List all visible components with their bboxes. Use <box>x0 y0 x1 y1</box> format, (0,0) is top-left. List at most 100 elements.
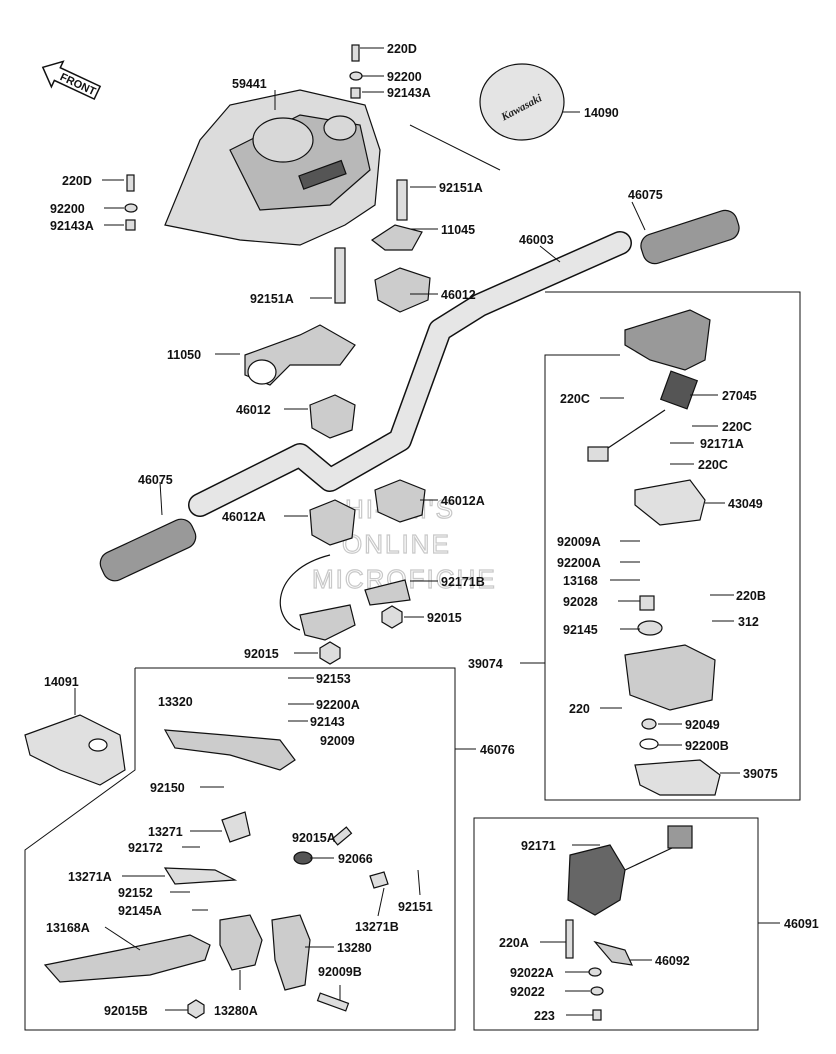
label-13271: 13271 <box>148 825 183 839</box>
label-92153: 92153 <box>316 672 351 686</box>
label-46076: 46076 <box>480 743 515 757</box>
label-27045: 27045 <box>722 389 757 403</box>
label-46075-left: 46075 <box>138 473 173 487</box>
cap-92066 <box>293 851 313 865</box>
label-220C-c: 220C <box>698 458 728 472</box>
bracket-13271 <box>221 811 251 843</box>
watermark-line-2: ONLINE <box>342 529 451 559</box>
label-92015-a: 92015 <box>427 611 462 625</box>
label-92150: 92150 <box>150 781 185 795</box>
label-92200A-r: 92200A <box>557 556 601 570</box>
label-92172: 92172 <box>128 841 163 855</box>
box-46076 <box>24 667 456 1031</box>
label-92009A: 92009A <box>557 535 601 549</box>
lever-13168A <box>43 934 211 983</box>
label-92143A-top: 92143A <box>387 86 431 100</box>
label-220B: 220B <box>736 589 766 603</box>
bolt-92151A-a <box>396 179 408 221</box>
throttle-cover <box>624 309 711 371</box>
spring-92145 <box>637 620 663 636</box>
nut-92015-b <box>319 641 341 665</box>
clamp-46012A-left <box>309 499 356 546</box>
label-92015B: 92015B <box>104 1004 148 1018</box>
label-11045: 11045 <box>441 223 475 237</box>
label-46012A-a: 46012A <box>222 510 266 524</box>
label-59441: 59441 <box>232 77 267 91</box>
label-46075-right: 46075 <box>628 188 663 202</box>
bolt-92009B <box>316 992 350 1012</box>
label-92015A: 92015A <box>292 831 336 845</box>
label-92066: 92066 <box>338 852 373 866</box>
box-46091 <box>473 817 759 1031</box>
holder-13280 <box>271 914 311 991</box>
label-92143: 92143 <box>310 715 345 729</box>
label-220C-a: 220C <box>560 392 590 406</box>
grip-left-46075 <box>99 518 197 582</box>
bracket-13271A <box>163 867 238 885</box>
label-39075: 39075 <box>743 767 778 781</box>
grip-right-46075 <box>640 209 740 265</box>
label-92200-left: 92200 <box>50 202 85 216</box>
nut-92015-a <box>381 605 403 629</box>
cable-clamp <box>279 554 411 641</box>
lever-46092 <box>593 940 634 966</box>
label-46003: 46003 <box>519 233 554 247</box>
screw-223 <box>592 1009 602 1021</box>
label-220D-left: 220D <box>62 174 92 188</box>
clamp-46012-upper <box>374 267 431 313</box>
label-92015-b: 92015 <box>244 647 279 661</box>
label-46012-b: 46012 <box>236 403 271 417</box>
washer-92200-left <box>124 203 138 213</box>
front-arrow-icon: FRONT <box>41 60 102 101</box>
collar-92143A-top <box>350 87 361 99</box>
label-92049: 92049 <box>685 718 720 732</box>
switch-housing-46091 <box>567 825 693 916</box>
label-43049: 43049 <box>728 497 763 511</box>
label-46012A-b: 46012A <box>441 494 485 508</box>
lever-39075 <box>634 759 721 796</box>
washer-92200B <box>639 738 659 750</box>
label-92200A-l: 92200A <box>316 698 360 712</box>
label-13280A: 13280A <box>214 1004 258 1018</box>
label-92151A-b: 92151A <box>250 292 294 306</box>
bolt-92151A-b <box>334 247 346 304</box>
switch-27045 <box>587 370 699 462</box>
label-46092: 46092 <box>655 954 690 968</box>
screw-220D-top <box>351 44 360 62</box>
label-39074: 39074 <box>468 657 503 671</box>
label-92171A: 92171A <box>700 437 744 451</box>
washer-92022 <box>590 986 604 996</box>
label-220C-b: 220C <box>722 420 752 434</box>
washer-92022A <box>588 967 602 977</box>
label-92145A: 92145A <box>118 904 162 918</box>
clamp-11045 <box>370 224 423 251</box>
label-220: 220 <box>569 702 590 716</box>
label-14091: 14091 <box>44 675 79 689</box>
label-92151A-a: 92151A <box>439 181 483 195</box>
part-labels: 220D 92200 92143A 59441 14090 220D 92200… <box>44 42 819 1023</box>
collar-92143A-left <box>125 219 136 231</box>
handlebar-46003 <box>188 231 632 517</box>
label-220D-top: 220D <box>387 42 417 56</box>
label-13280: 13280 <box>337 941 372 955</box>
label-92152: 92152 <box>118 886 153 900</box>
clamp-46012A-right <box>374 479 426 523</box>
clamp-11050 <box>244 324 356 386</box>
box-39074 <box>544 291 801 801</box>
label-92143A-left: 92143A <box>50 219 94 233</box>
collar-92028 <box>639 595 655 611</box>
cover-43049 <box>634 479 706 526</box>
label-92200B: 92200B <box>685 739 729 753</box>
nut-92015B <box>187 999 205 1019</box>
label-14090: 14090 <box>584 106 619 120</box>
label-223: 223 <box>534 1009 555 1023</box>
label-46091: 46091 <box>784 917 819 931</box>
label-11050: 11050 <box>167 348 201 362</box>
label-13271B: 13271B <box>355 920 399 934</box>
label-92151: 92151 <box>398 900 433 914</box>
label-92145: 92145 <box>563 623 598 637</box>
screw-220D-left <box>126 174 135 192</box>
throttle-housing <box>624 644 716 711</box>
